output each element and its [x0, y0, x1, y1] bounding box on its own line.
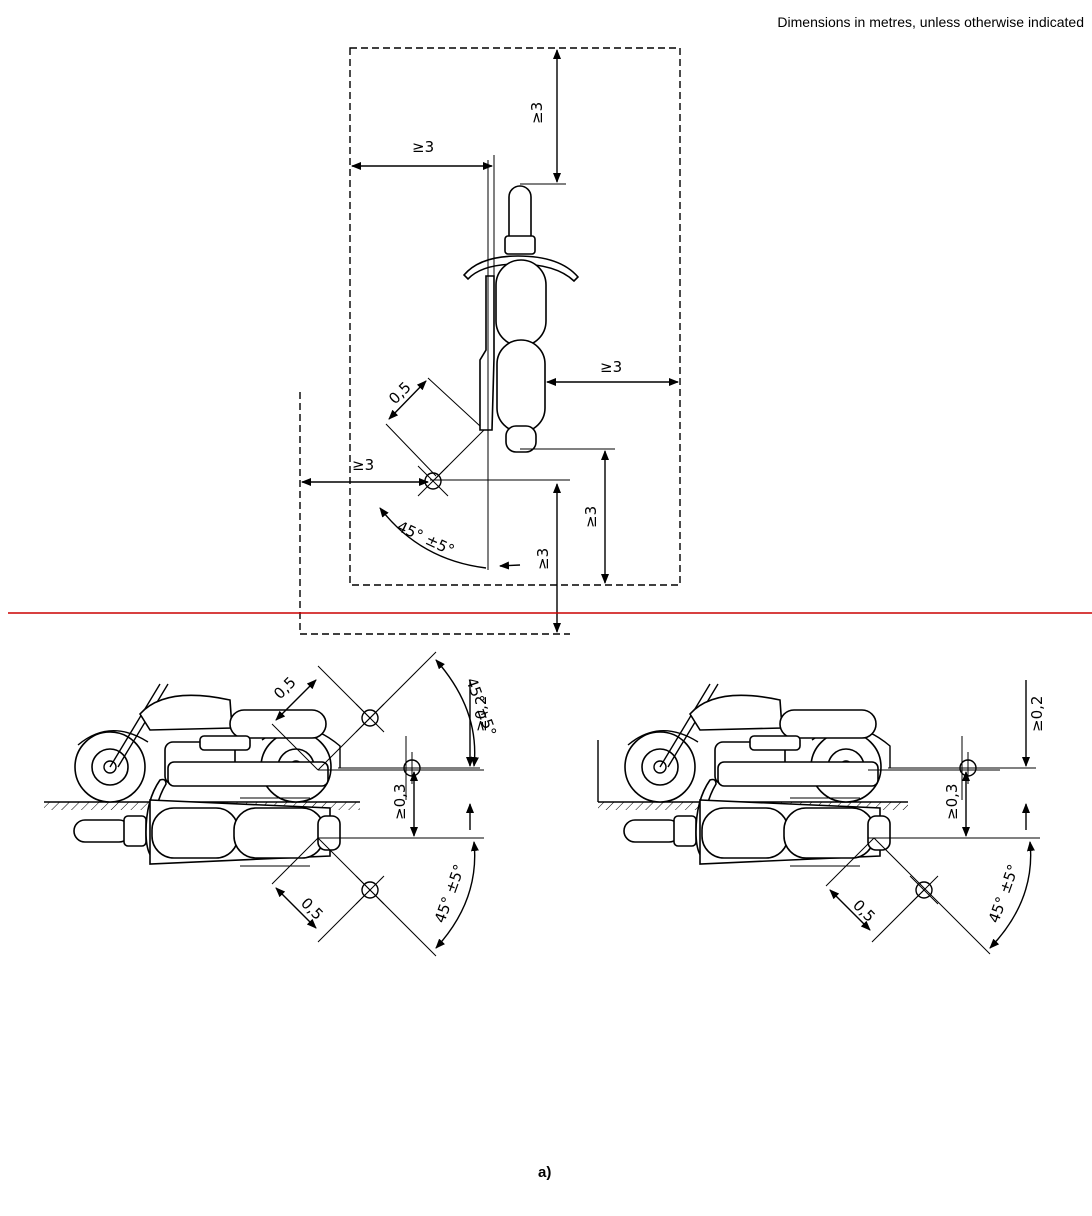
offset-right: ≥0,3 — [943, 784, 961, 820]
inner-boundary — [349, 47, 681, 586]
offset-left: ≥0,3 — [391, 784, 409, 820]
plan-view-right: ≥0,3 0,5 45° ±5° — [623, 769, 1040, 955]
mic-distance-left-lower: 0,5 — [297, 894, 327, 924]
dim-right: ≥3 — [600, 358, 622, 376]
height-right: ≥0,2 — [1028, 696, 1046, 732]
dim-rear: ≥3 — [582, 506, 600, 528]
angle-right-lower: 45° ±5° — [985, 862, 1023, 925]
top-view: ≥3 ≥3 ≥3 ≥3 ≥3 ≥3 0,5 45° ±5° — [299, 47, 681, 635]
motorcycle-top-view — [462, 185, 580, 453]
mic-distance-top: 0,5 — [385, 378, 415, 408]
units-note: Dimensions in metres, unless otherwise i… — [777, 14, 1084, 30]
figure-caption: a) — [538, 1164, 552, 1181]
outer-boundary — [299, 392, 570, 635]
angle-top: 45° ±5° — [394, 517, 457, 559]
dim-left: ≥3 — [412, 138, 434, 156]
angle-left-lower: 45° ±5° — [431, 862, 469, 925]
dim-left-outer: ≥3 — [352, 456, 374, 474]
dim-rear-outer: ≥3 — [534, 548, 552, 570]
mic-distance-right-lower: 0,5 — [849, 896, 879, 926]
angle-left-upper: 45° ±5° — [462, 675, 500, 738]
dim-front: ≥3 — [528, 102, 546, 124]
mic-distance-left-upper: 0,5 — [270, 673, 300, 703]
